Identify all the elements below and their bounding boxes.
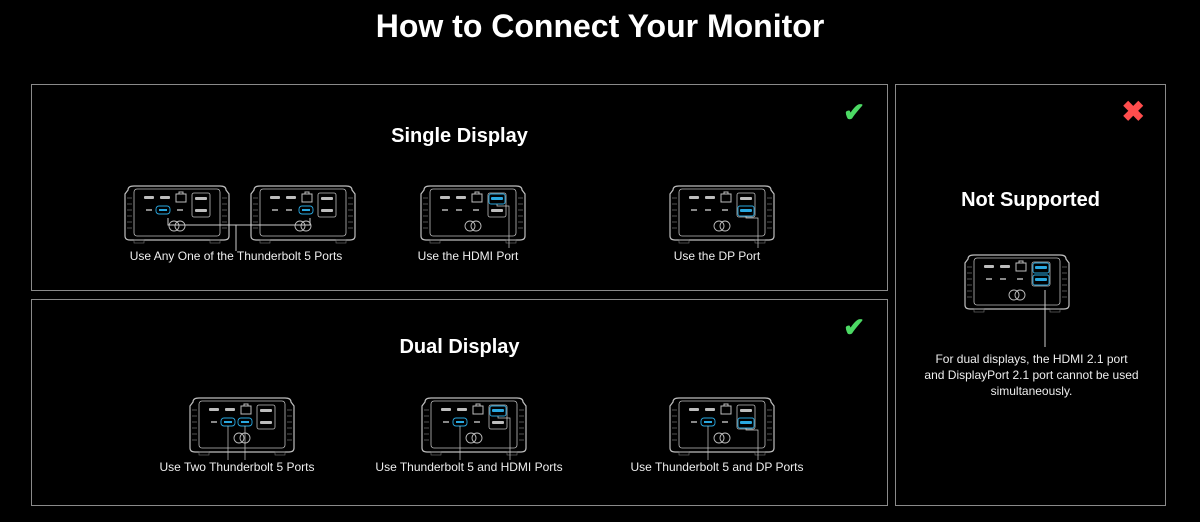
dual-display-panel: ✔ Dual Display Use Two Thunderbolt 5 Por…: [31, 299, 888, 506]
device-illustration: [669, 397, 775, 460]
tb5-single-label: Use Any One of the Thunderbolt 5 Ports: [129, 249, 343, 263]
tb5-dp-label: Use Thunderbolt 5 and DP Ports: [630, 460, 804, 474]
not-supported-heading: Not Supported: [961, 189, 1100, 211]
page-title: How to Connect Your Monitor: [375, 8, 825, 44]
two-tb5-label: Use Two Thunderbolt 5 Ports: [159, 460, 315, 474]
device-illustration: [421, 397, 527, 460]
device-illustration: [420, 185, 526, 248]
single-display-panel: ✔ Single Display Use Any One of the Thun…: [31, 84, 888, 291]
dual-display-heading: Dual Display: [399, 336, 520, 358]
check-icon: ✔: [843, 312, 865, 342]
device-illustration: [250, 185, 356, 244]
tb5-hdmi-label: Use Thunderbolt 5 and HDMI Ports: [375, 460, 563, 474]
single-display-heading: Single Display: [391, 125, 528, 147]
device-illustration: [669, 185, 775, 248]
not-supported-note: For dual displays, the HDMI 2.1 port and…: [924, 352, 1139, 398]
dp-single-label: Use the DP Port: [673, 249, 761, 263]
device-illustration: [124, 185, 230, 244]
check-icon: ✔: [843, 97, 865, 127]
not-supported-panel: ✖ Not Supported For dual displays, the H…: [895, 84, 1166, 506]
cross-icon: ✖: [1121, 96, 1145, 127]
hdmi-single-label: Use the HDMI Port: [417, 249, 519, 263]
device-illustration: [964, 254, 1070, 313]
device-illustration: [189, 397, 295, 460]
